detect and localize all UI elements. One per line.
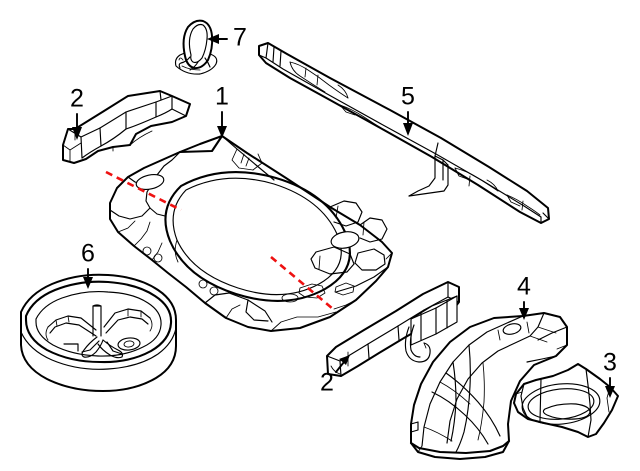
callout-2b-number: 2 bbox=[320, 369, 334, 397]
callout-1: 1 bbox=[215, 83, 229, 138]
callout-4-number: 4 bbox=[517, 273, 531, 301]
part-7-tie-down-d-ring-bracket bbox=[174, 19, 218, 75]
callout-5: 5 bbox=[401, 83, 415, 136]
callout-5-number: 5 bbox=[401, 83, 415, 111]
callout-6: 6 bbox=[81, 240, 95, 289]
callout-2b: 2 bbox=[320, 355, 350, 397]
callout-2a-arrowhead bbox=[72, 127, 82, 140]
callout-3: 3 bbox=[603, 349, 617, 398]
part-5-rear-crossmember bbox=[258, 42, 550, 224]
callout-6-number: 6 bbox=[81, 240, 95, 268]
callout-2a-number: 2 bbox=[70, 85, 84, 113]
callout-2b-leader bbox=[335, 361, 345, 373]
cut-mark-upper-left bbox=[105, 170, 182, 212]
callout-4-arrowhead bbox=[519, 308, 529, 320]
part-2b-rear-side-rail-right bbox=[326, 281, 460, 377]
callout-1-arrowhead bbox=[217, 126, 227, 138]
part-3-exhaust-hanger-bracket bbox=[513, 363, 619, 438]
callout-7: 7 bbox=[207, 24, 247, 52]
part-6-spare-tire-well bbox=[20, 273, 177, 392]
callout-7-arrowhead bbox=[207, 34, 219, 44]
callout-6-arrowhead bbox=[83, 277, 93, 289]
part-2a-rear-side-rail-left bbox=[62, 90, 191, 164]
callout-4: 4 bbox=[517, 273, 531, 320]
part-1-rear-floor-pan bbox=[109, 134, 393, 332]
callout-2b-arrowhead bbox=[339, 355, 350, 365]
callout-2a: 2 bbox=[70, 85, 84, 140]
cut-mark-lower-right bbox=[270, 256, 334, 310]
part-4-wheelhouse-inner-panel bbox=[409, 312, 568, 460]
callout-5-arrowhead bbox=[403, 123, 413, 136]
callout-3-number: 3 bbox=[603, 349, 617, 377]
callout-1-number: 1 bbox=[215, 83, 229, 111]
callout-3-arrowhead bbox=[605, 386, 615, 398]
callout-7-number: 7 bbox=[233, 24, 247, 52]
